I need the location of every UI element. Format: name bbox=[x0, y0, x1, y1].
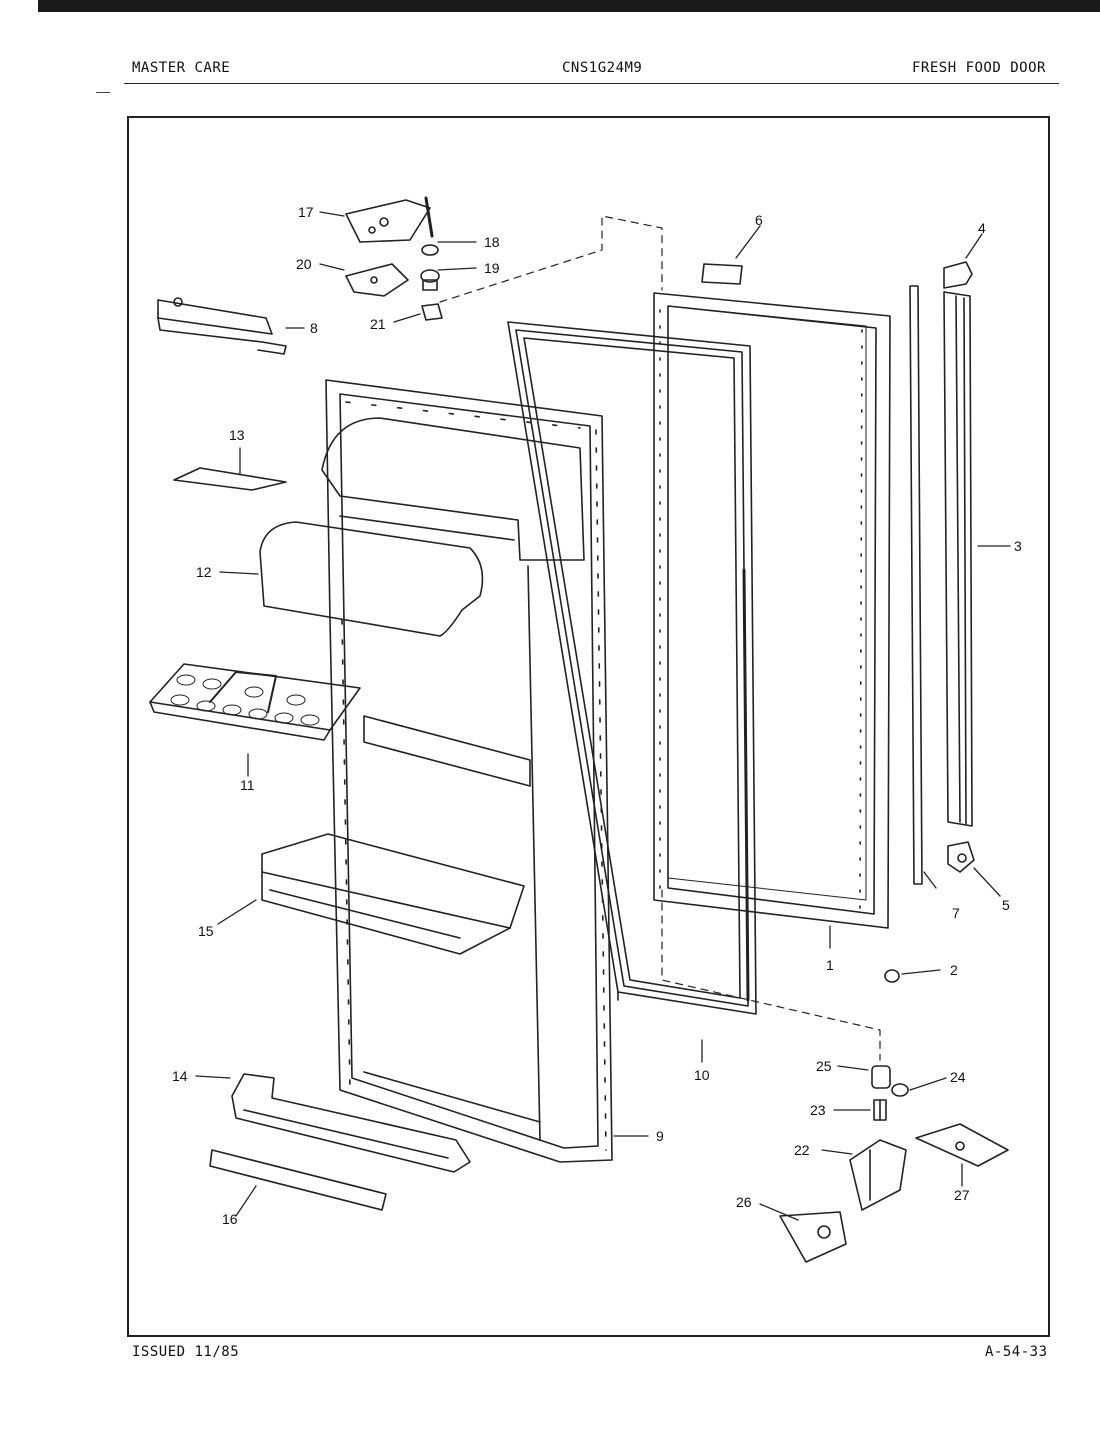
callout-12: 12 bbox=[196, 564, 212, 580]
callout-26: 26 bbox=[736, 1194, 752, 1210]
callout-6: 6 bbox=[755, 212, 763, 228]
hinge-nut bbox=[421, 303, 443, 321]
callout-9: 9 bbox=[656, 1128, 664, 1144]
hinge-plate bbox=[915, 1123, 1009, 1167]
bin-trim-strip bbox=[209, 1149, 387, 1211]
page-code: A-54-33 bbox=[985, 1344, 1048, 1360]
handle-rod bbox=[909, 285, 923, 885]
callout-1: 1 bbox=[826, 957, 834, 973]
door-gasket bbox=[507, 321, 757, 1015]
brand-label: MASTER CARE bbox=[132, 60, 231, 76]
callout-25: 25 bbox=[816, 1058, 832, 1074]
top-bar bbox=[38, 0, 1100, 12]
callout-17: 17 bbox=[298, 204, 314, 220]
name-badge bbox=[701, 263, 743, 285]
egg-tray bbox=[149, 663, 361, 741]
hinge-bushing bbox=[420, 269, 440, 291]
callout-2: 2 bbox=[950, 962, 958, 978]
door-liner bbox=[321, 379, 613, 1163]
callout-5: 5 bbox=[1002, 897, 1010, 913]
callout-24: 24 bbox=[950, 1069, 966, 1085]
hinge-bracket bbox=[157, 297, 287, 355]
callout-14: 14 bbox=[172, 1068, 188, 1084]
callout-15: 15 bbox=[198, 923, 214, 939]
callout-3: 3 bbox=[1014, 538, 1022, 554]
hole-plug bbox=[884, 969, 900, 983]
margin-tick bbox=[96, 92, 110, 93]
bottom-door-bin bbox=[231, 1073, 471, 1173]
door-bin bbox=[261, 833, 525, 955]
issued-date: ISSUED 11/85 bbox=[132, 1344, 240, 1360]
callout-16: 16 bbox=[222, 1211, 238, 1227]
assembly-guide-lines bbox=[439, 215, 881, 1061]
callout-27: 27 bbox=[954, 1187, 970, 1203]
callout-18: 18 bbox=[484, 234, 500, 250]
dairy-compartment-door bbox=[259, 521, 484, 637]
callout-20: 20 bbox=[296, 256, 312, 272]
trim-cap-bottom bbox=[947, 841, 975, 873]
bottom-washer bbox=[891, 1083, 909, 1097]
model-number: CNS1G24M9 bbox=[562, 60, 643, 76]
trim-cap-top bbox=[943, 261, 973, 289]
callout-4: 4 bbox=[978, 220, 986, 236]
hinge-shim bbox=[345, 263, 409, 297]
door-stop-bracket bbox=[779, 1211, 847, 1263]
hinge-pin bbox=[871, 1065, 891, 1089]
callout-10: 10 bbox=[694, 1067, 710, 1083]
washer bbox=[421, 244, 439, 256]
callout-23: 23 bbox=[810, 1102, 826, 1118]
trim-strip bbox=[943, 291, 973, 827]
callout-11: 11 bbox=[240, 777, 255, 793]
callout-8: 8 bbox=[310, 320, 318, 336]
bottom-hinge bbox=[849, 1139, 907, 1211]
shelf-clip bbox=[173, 467, 287, 491]
header-rule bbox=[124, 83, 1059, 84]
hinge-stud bbox=[873, 1099, 887, 1121]
leader-lines bbox=[195, 211, 1011, 1221]
callout-21: 21 bbox=[370, 316, 386, 332]
callout-22: 22 bbox=[794, 1142, 810, 1158]
diagram-frame bbox=[127, 116, 1050, 1337]
top-hinge bbox=[345, 196, 434, 243]
part-callouts: 17 18 19 20 21 8 13 12 11 15 14 16 9 10 … bbox=[172, 204, 1022, 1227]
section-title: FRESH FOOD DOOR bbox=[912, 60, 1046, 76]
door-panel bbox=[653, 292, 891, 929]
callout-19: 19 bbox=[484, 260, 500, 276]
callout-7: 7 bbox=[952, 905, 960, 921]
callout-13: 13 bbox=[229, 427, 245, 443]
